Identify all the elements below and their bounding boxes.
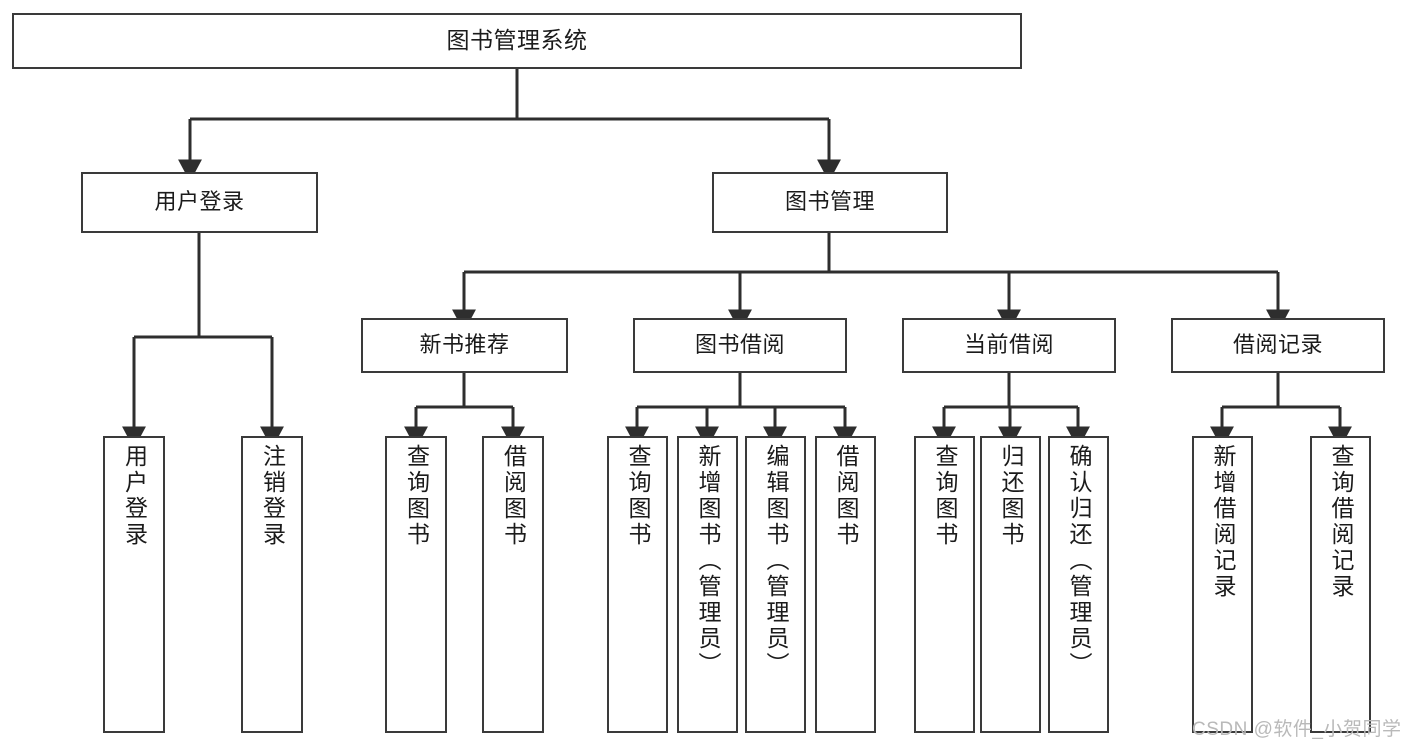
node-label: 借阅记录 [1232,332,1323,358]
node-leaf-edit-book-admin[interactable]: 编辑图书（管理员） [745,436,806,733]
node-label: 编辑图书（管理员） [763,444,789,678]
node-book-borrow[interactable]: 图书借阅 [633,318,847,373]
node-label: 新书推荐 [419,332,510,358]
node-leaf-query-book-borrow[interactable]: 查询图书 [607,436,668,733]
node-leaf-borrow-book-recommend[interactable]: 借阅图书 [482,436,544,733]
node-label: 确认归还（管理员） [1066,444,1092,678]
node-leaf-add-borrow-record[interactable]: 新增借阅记录 [1192,436,1253,733]
node-label: 新增借阅记录 [1210,444,1236,600]
node-label: 借阅图书 [500,444,527,548]
node-leaf-add-book-admin[interactable]: 新增图书（管理员） [677,436,738,733]
node-label: 查询借阅记录 [1328,444,1354,600]
node-new-book-recommend[interactable]: 新书推荐 [361,318,568,373]
node-label: 用户登录 [121,444,148,548]
node-leaf-query-book-recommend[interactable]: 查询图书 [385,436,447,733]
node-leaf-borrow-book-borrow[interactable]: 借阅图书 [815,436,876,733]
node-current-borrow[interactable]: 当前借阅 [902,318,1116,373]
node-leaf-logout-login[interactable]: 注销登录 [241,436,303,733]
node-label: 注销登录 [259,444,286,548]
node-label: 图书管理系统 [446,27,588,54]
node-label: 图书管理 [784,189,875,215]
node-label: 查询图书 [403,444,430,548]
node-label: 查询图书 [625,444,651,548]
node-label: 归还图书 [998,444,1024,548]
node-leaf-return-book[interactable]: 归还图书 [980,436,1041,733]
node-leaf-confirm-return-admin[interactable]: 确认归还（管理员） [1048,436,1109,733]
node-label: 新增图书（管理员） [695,444,721,678]
node-book-management[interactable]: 图书管理 [712,172,948,233]
node-leaf-user-login[interactable]: 用户登录 [103,436,165,733]
node-label: 借阅图书 [833,444,859,548]
node-label: 用户登录 [154,189,245,215]
node-leaf-query-book-current[interactable]: 查询图书 [914,436,975,733]
node-label: 图书借阅 [694,332,785,358]
node-user-login[interactable]: 用户登录 [81,172,318,233]
node-borrow-record[interactable]: 借阅记录 [1171,318,1385,373]
node-label: 当前借阅 [963,332,1054,358]
node-leaf-query-borrow-record[interactable]: 查询借阅记录 [1310,436,1371,733]
node-root-book-management-system[interactable]: 图书管理系统 [12,13,1022,69]
node-label: 查询图书 [932,444,958,548]
